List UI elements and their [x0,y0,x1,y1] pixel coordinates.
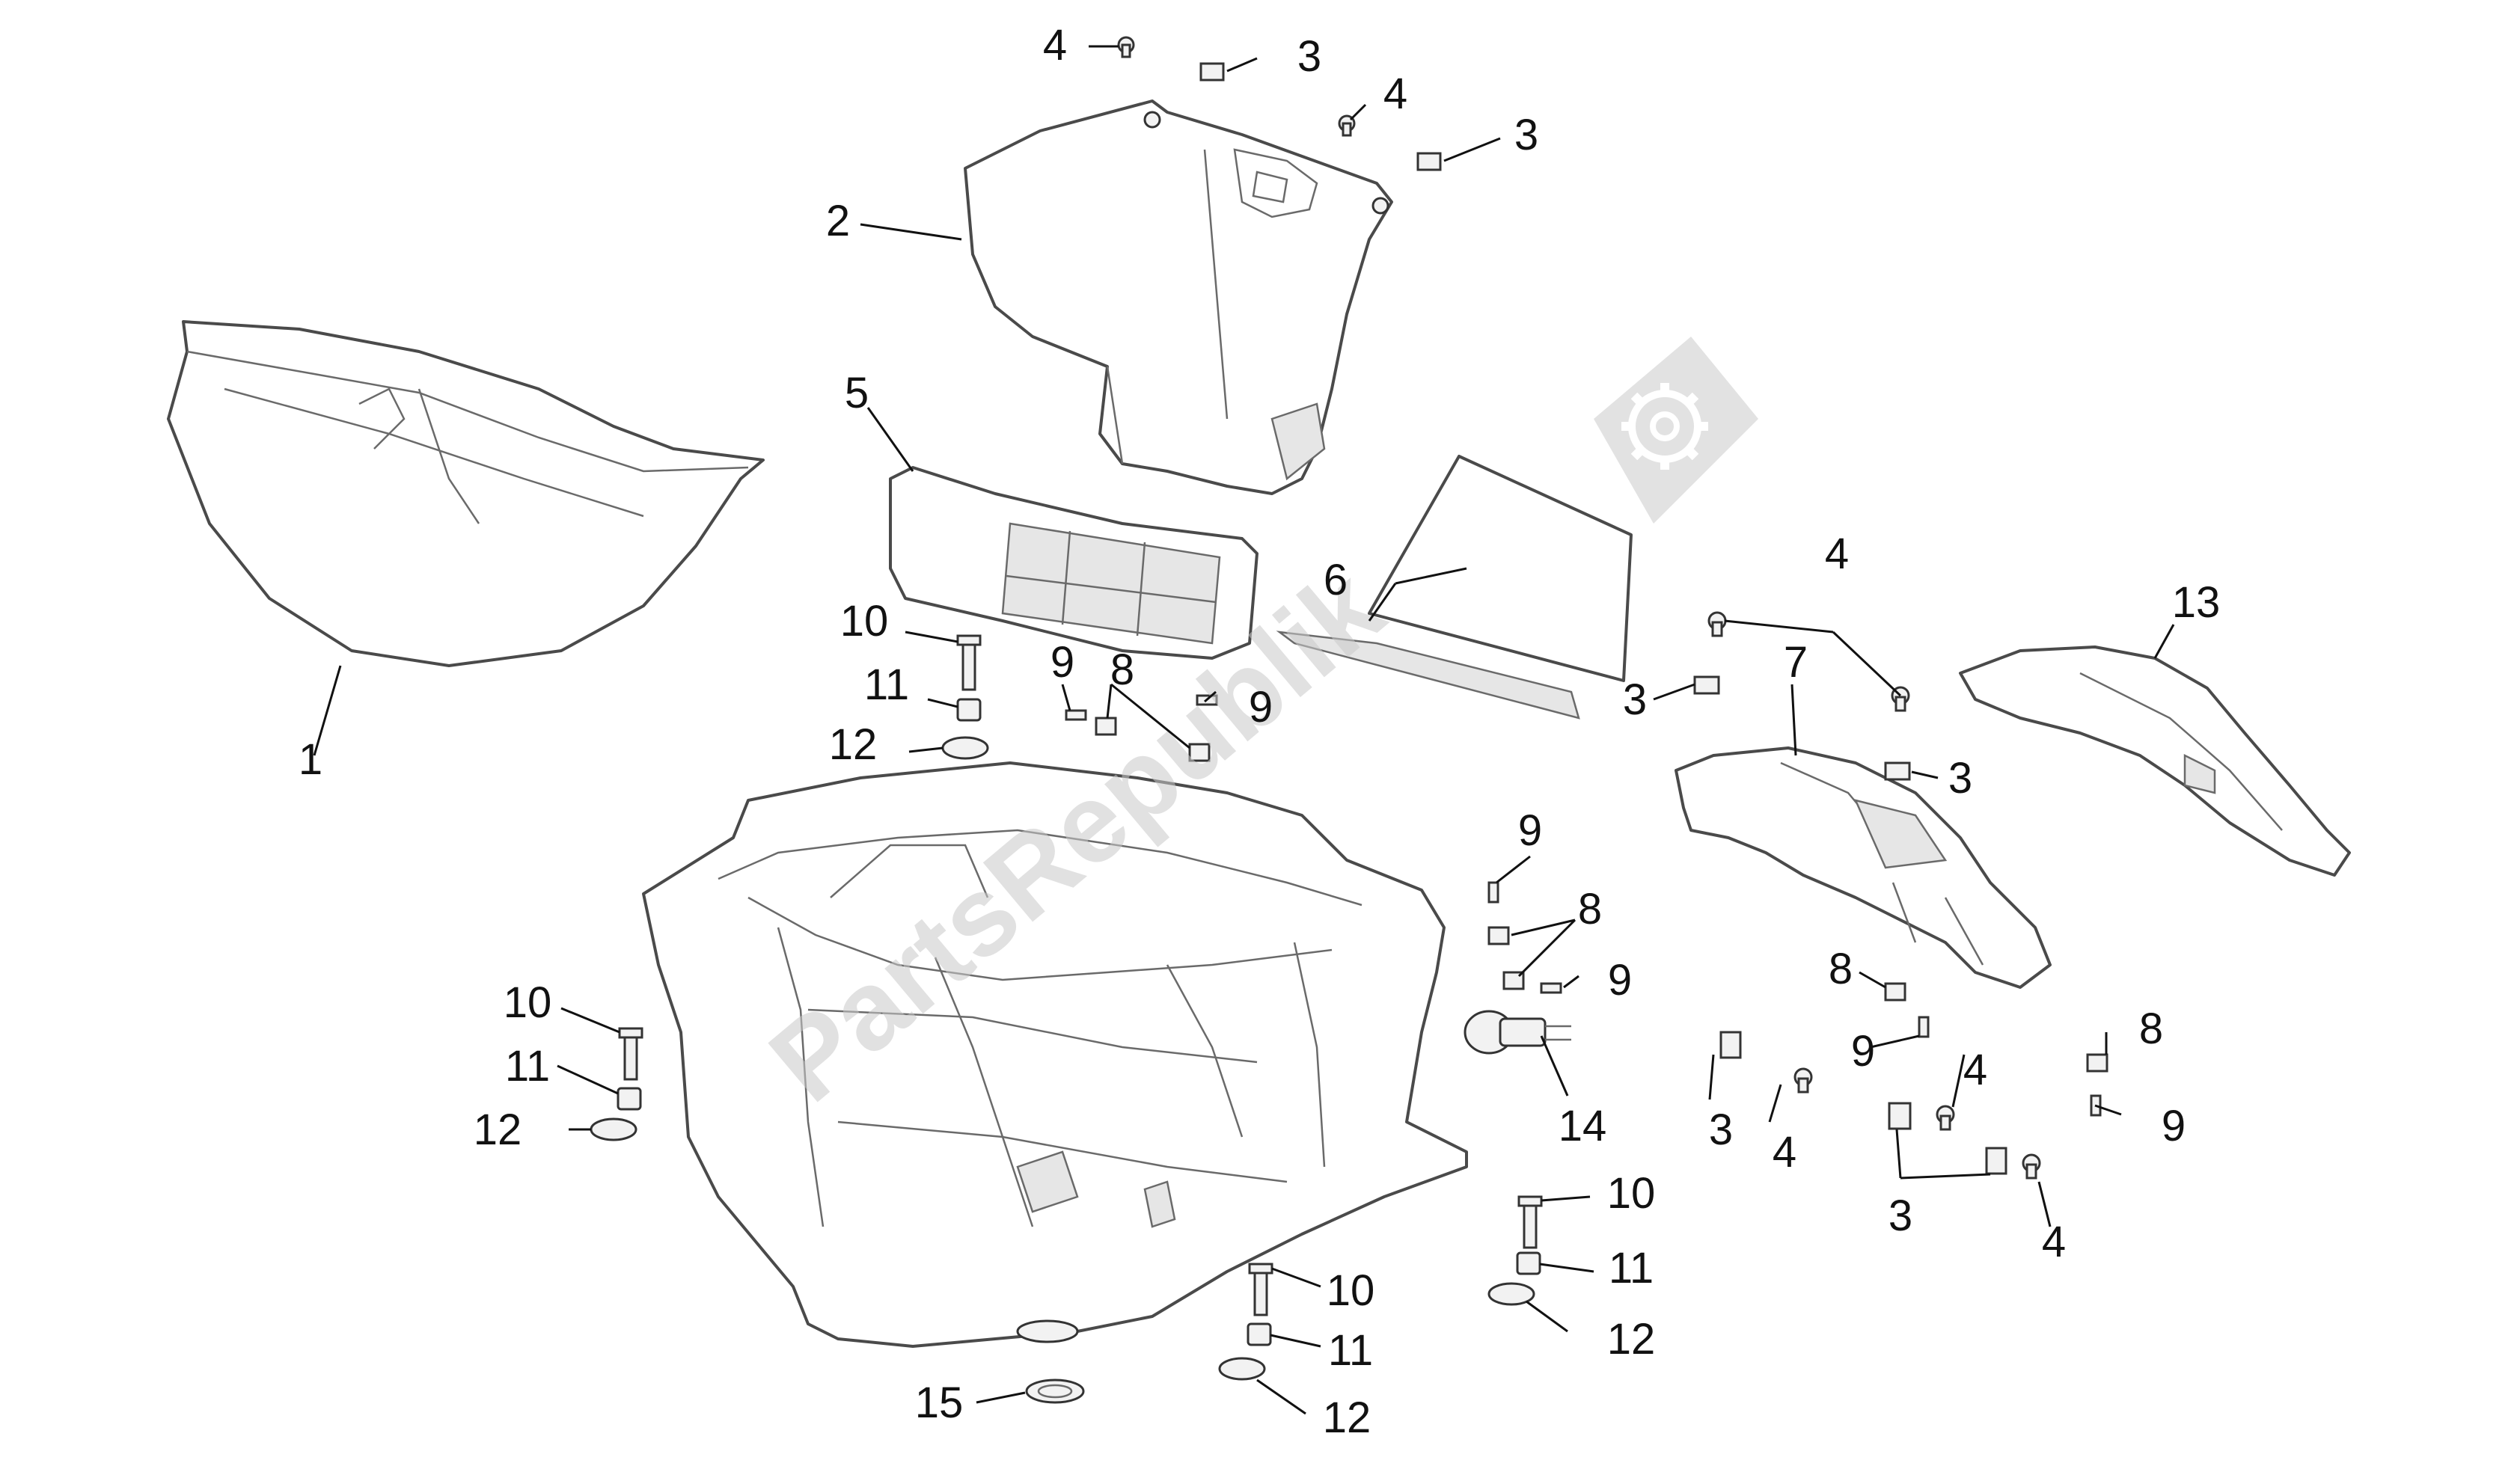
screw-9 [1540,982,1562,994]
callout-4: 4 [1963,1046,1987,1094]
clip-8 [1188,743,1211,762]
callout-9: 9 [2162,1102,2186,1150]
leader-lines [313,45,2175,1415]
clip-8 [1095,717,1117,736]
rubber-12 [1487,1282,1535,1306]
screw-4 [1707,611,1727,637]
callout-10: 10 [1327,1266,1375,1315]
callout-layer: 1233333344444456788889999991010101011111… [299,21,2220,1442]
callout-3: 3 [1709,1105,1733,1154]
callout-8: 8 [1829,945,1853,993]
callout-9: 9 [1518,806,1542,855]
callout-10: 10 [840,597,889,645]
clip-3 [1719,1031,1742,1059]
screw-9 [1918,1016,1930,1038]
clip-8 [1884,982,1906,1002]
callout-5: 5 [845,369,869,417]
callout-3: 3 [1623,675,1647,724]
callout-8: 8 [1578,885,1602,933]
callout-4: 4 [1825,530,1849,578]
clip-3 [1888,1102,1912,1130]
fasteners [590,36,2108,1381]
callout-14: 14 [1559,1102,1607,1150]
part-main-frame-tub [642,761,1468,1348]
callout-9: 9 [1249,683,1273,732]
bolt-10 [956,634,982,691]
part-power-socket [1464,1010,1571,1055]
clip-8 [1487,926,1510,945]
clip-8 [2086,1053,2108,1073]
part-grommet [1025,1379,1085,1404]
callout-4: 4 [1383,70,1407,118]
screw-4 [1117,36,1135,58]
callout-4: 4 [1043,21,1067,70]
bushing-11 [1247,1322,1272,1346]
callout-8: 8 [2139,1005,2163,1053]
clip-3 [1884,761,1911,781]
callout-11: 11 [505,1042,550,1091]
frame-drain-hole [1016,1319,1079,1343]
bushing-11 [1516,1251,1541,1275]
panel-hole-left [1143,111,1161,129]
screw-4 [2022,1153,2041,1180]
bolt-10 [1517,1195,1543,1249]
panel-hole-right [1371,197,1389,215]
clip-8 [1502,971,1525,990]
callout-10: 10 [1607,1169,1656,1218]
part-glovebox-grille [889,466,1259,660]
callout-4: 4 [2042,1218,2066,1266]
bolt-10 [618,1027,643,1081]
callout-4: 4 [1773,1128,1796,1177]
bushing-11 [956,698,982,722]
rubber-12 [1218,1357,1266,1381]
callout-11: 11 [1609,1244,1654,1292]
callout-6: 6 [1324,556,1348,604]
callout-3: 3 [1889,1192,1912,1240]
rubber-12 [590,1117,637,1141]
callout-12: 12 [1607,1315,1656,1364]
gear-icon [1621,383,1708,470]
clip-3 [1985,1147,2007,1175]
part-storage-sheet [1276,455,1633,720]
callout-10: 10 [504,978,552,1027]
screw-4 [1936,1105,1955,1131]
screw-4 [1793,1067,1813,1094]
part-front-shield [167,320,765,667]
clip-3 [1416,152,1442,171]
callout-11: 11 [864,660,909,709]
callout-1: 1 [299,735,322,784]
callout-3: 3 [1948,754,1972,803]
callout-7: 7 [1784,638,1808,687]
part-rear-mudguard [1959,645,2351,877]
clip-3 [1693,675,1720,695]
rubber-12 [941,736,989,760]
callout-3: 3 [1297,32,1321,81]
callout-13: 13 [2172,578,2221,627]
callout-3: 3 [1514,111,1538,159]
part-upper-inner-panel [964,99,1393,495]
callout-12: 12 [829,720,878,769]
callout-9: 9 [1050,638,1074,687]
part-rear-inner-body [1675,746,2052,989]
callout-8: 8 [1110,645,1134,694]
bushing-11 [617,1087,642,1111]
callout-12: 12 [474,1105,522,1154]
screw-9 [1487,881,1499,904]
callout-9: 9 [1608,956,1632,1005]
callout-12: 12 [1323,1393,1371,1442]
clip-3 [1199,62,1225,82]
callout-2: 2 [826,197,850,245]
callout-11: 11 [1328,1326,1373,1375]
screw-9 [1065,709,1087,721]
bolt-10 [1248,1263,1273,1316]
callout-15: 15 [915,1379,964,1427]
callout-9: 9 [1851,1027,1875,1076]
